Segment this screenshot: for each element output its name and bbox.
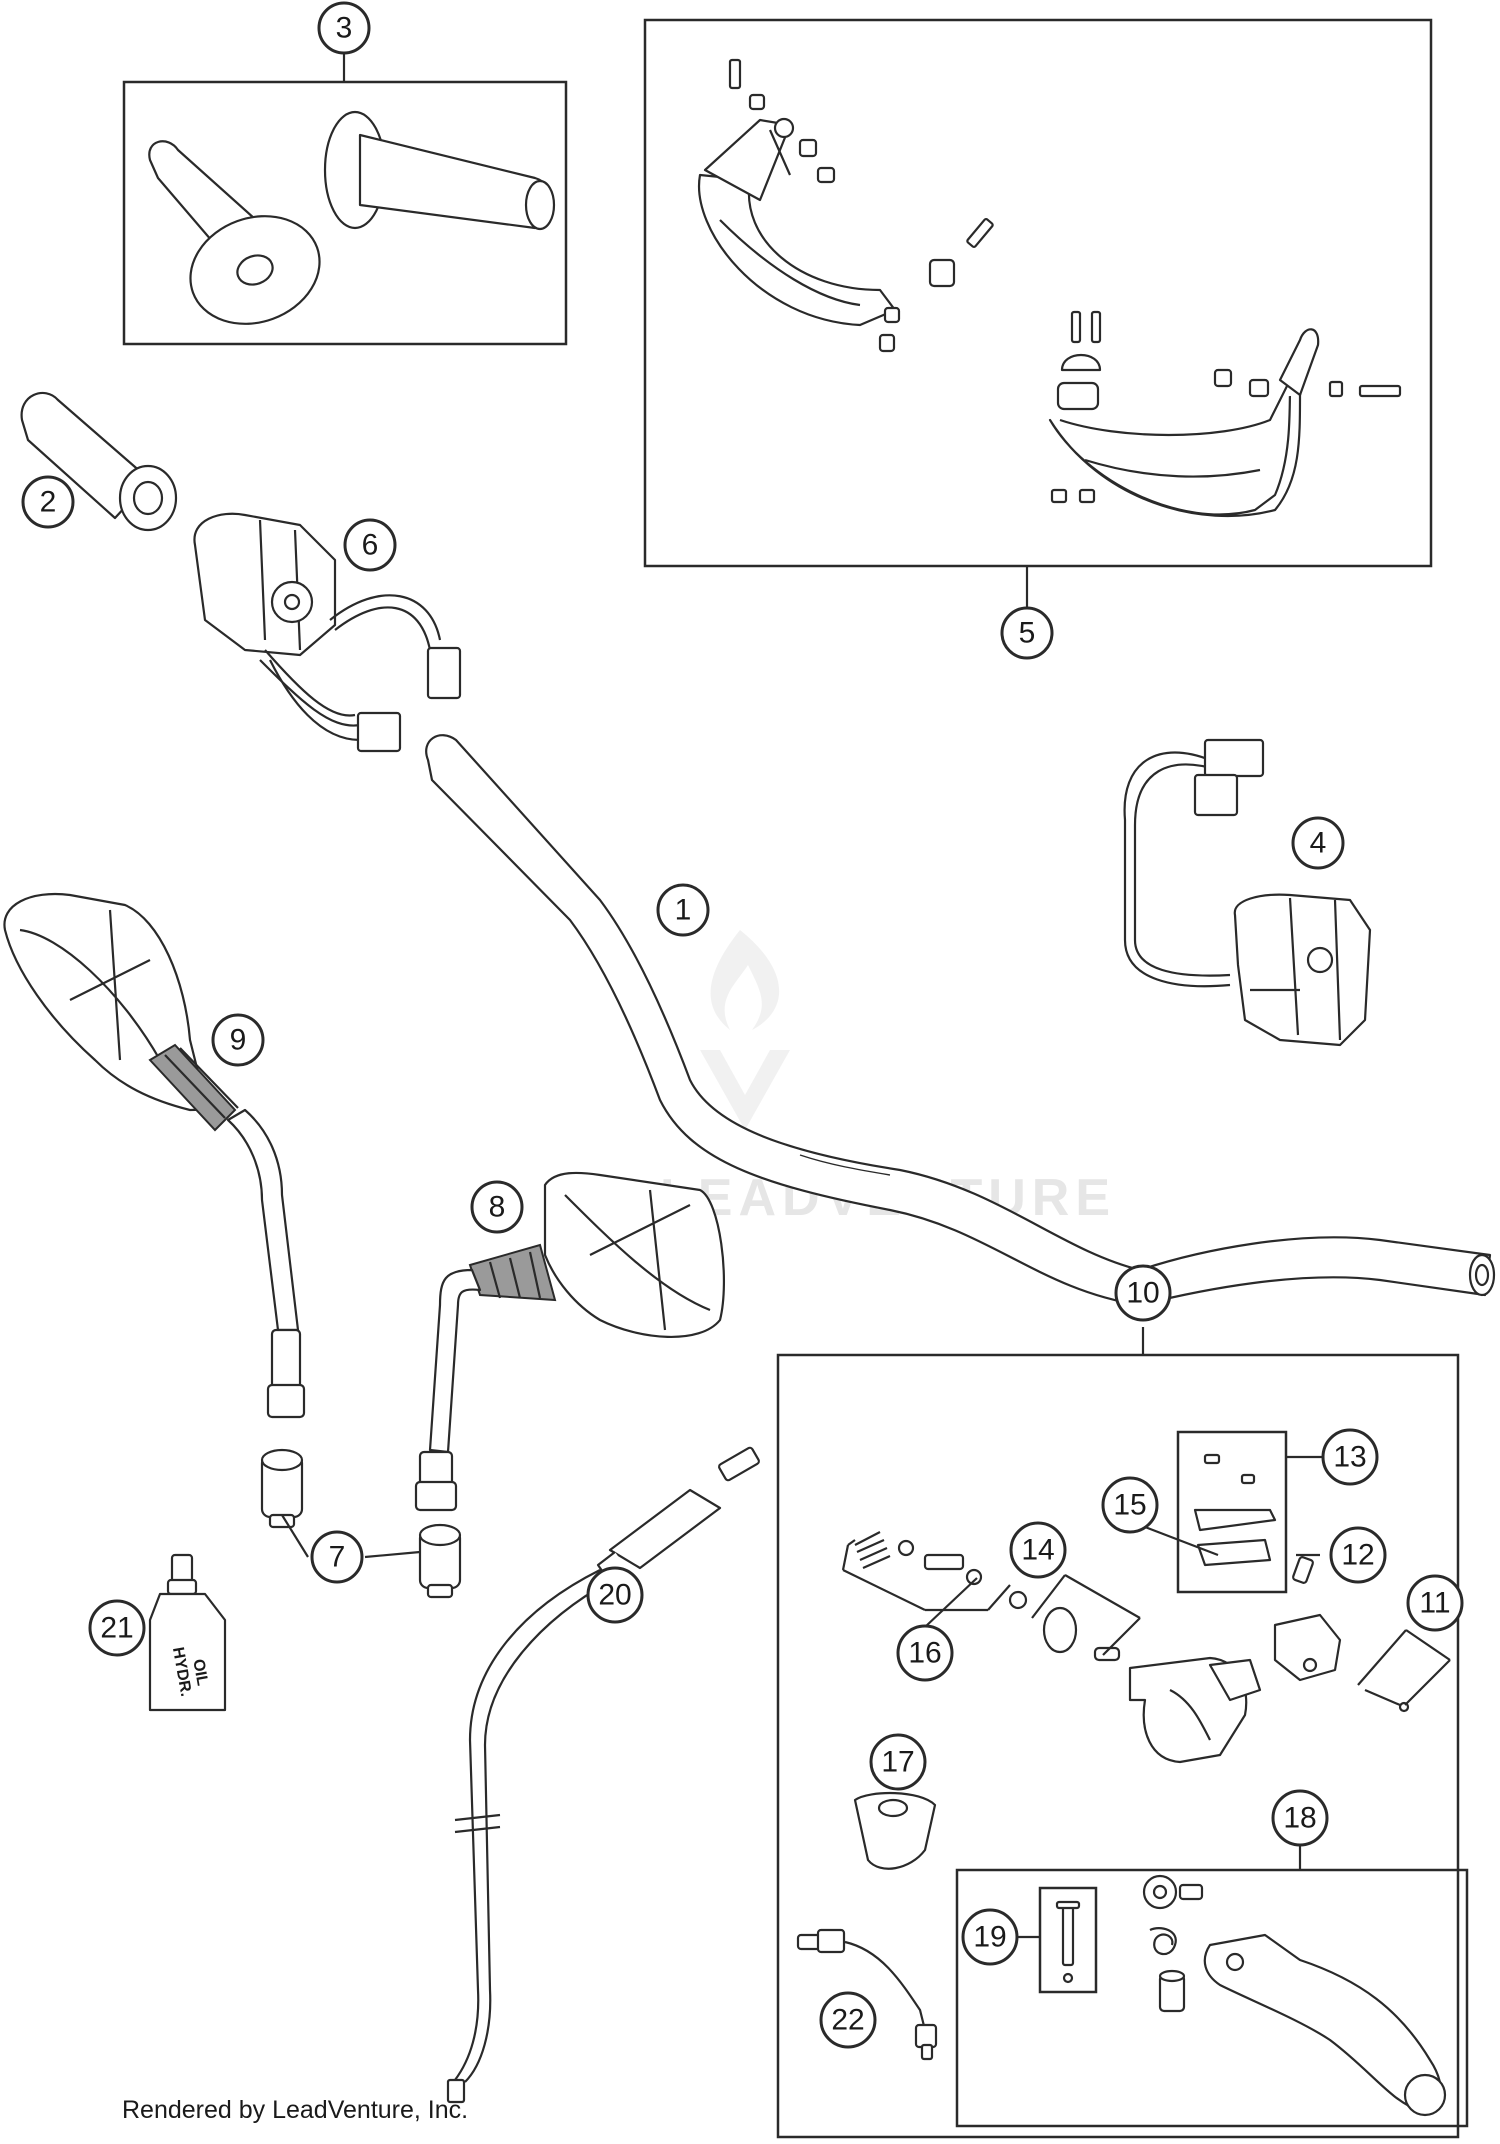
svg-text:1: 1 — [675, 894, 692, 927]
callout-21: 21 — [88, 1599, 146, 1657]
leader-lines — [281, 51, 1451, 1939]
svg-text:9: 9 — [230, 1024, 247, 1057]
callout-12: 12 — [1329, 1526, 1387, 1584]
svg-text:2: 2 — [40, 486, 57, 519]
callout-14: 14 — [1009, 1521, 1067, 1579]
svg-text:17: 17 — [881, 1746, 914, 1779]
svg-text:8: 8 — [489, 1191, 506, 1224]
part-21-oil-bottle: HYDR. OIL — [148, 1553, 227, 1712]
callout-16: 16 — [896, 1624, 954, 1682]
part-2-grip — [20, 391, 178, 532]
svg-text:4: 4 — [1310, 827, 1327, 860]
watermark-logo — [700, 930, 790, 1130]
part-20-cable — [446, 1446, 760, 2104]
callout-7: 7 — [310, 1530, 364, 1584]
callout-17: 17 — [869, 1733, 927, 1791]
svg-text:22: 22 — [831, 2004, 864, 2037]
svg-text:21: 21 — [100, 1612, 133, 1645]
callout-22: 22 — [819, 1991, 877, 2049]
box-part-10 — [776, 1353, 1460, 2139]
box-part-19 — [1038, 1886, 1098, 1994]
box-part-18 — [955, 1868, 1469, 2128]
part-8-right-mirror — [414, 1171, 725, 1512]
callout-6: 6 — [343, 518, 397, 572]
svg-text:15: 15 — [1113, 1489, 1146, 1522]
svg-text:16: 16 — [908, 1637, 941, 1670]
callout-10: 10 — [1114, 1264, 1172, 1322]
part-9-left-mirror — [3, 892, 306, 1419]
part-4-right-switch — [1123, 738, 1372, 1047]
bottle-label-line2: OIL — [189, 1658, 210, 1687]
svg-text:20: 20 — [598, 1579, 631, 1612]
svg-text:5: 5 — [1019, 617, 1036, 650]
svg-text:18: 18 — [1283, 1802, 1316, 1835]
callout-8: 8 — [470, 1180, 524, 1234]
callout-20: 20 — [586, 1566, 644, 1624]
callout-2: 2 — [21, 475, 75, 529]
callout-18: 18 — [1271, 1789, 1329, 1847]
svg-text:11: 11 — [1419, 1587, 1450, 1620]
box-part-5 — [643, 18, 1433, 568]
callout-1: 1 — [656, 883, 710, 937]
part-10-master-cylinder — [776, 1353, 1469, 2139]
box-part-13 — [1176, 1430, 1288, 1594]
callout-11: 11 — [1406, 1574, 1464, 1632]
svg-text:19: 19 — [973, 1921, 1006, 1954]
svg-text:14: 14 — [1021, 1534, 1054, 1567]
part-6-left-switch — [193, 512, 462, 753]
svg-text:10: 10 — [1126, 1277, 1159, 1310]
callout-15: 15 — [1101, 1476, 1159, 1534]
callout-13: 13 — [1321, 1428, 1379, 1486]
callout-4: 4 — [1291, 816, 1345, 870]
svg-text:13: 13 — [1333, 1441, 1366, 1474]
callout-19: 19 — [961, 1908, 1019, 1966]
callout-3: 3 — [317, 1, 371, 55]
part-3-grips — [122, 80, 568, 346]
part-5-hand-guards — [643, 18, 1433, 568]
part-1-handlebar — [425, 734, 1496, 1307]
part-7-mirror-adapters — [260, 1448, 462, 1599]
footer-credit: Rendered by LeadVenture, Inc. — [122, 2096, 469, 2124]
svg-text:12: 12 — [1341, 1539, 1374, 1572]
svg-text:7: 7 — [329, 1541, 346, 1574]
callout-5: 5 — [1000, 606, 1054, 660]
svg-text:3: 3 — [336, 12, 353, 45]
svg-text:6: 6 — [362, 529, 379, 562]
callout-9: 9 — [211, 1013, 265, 1067]
